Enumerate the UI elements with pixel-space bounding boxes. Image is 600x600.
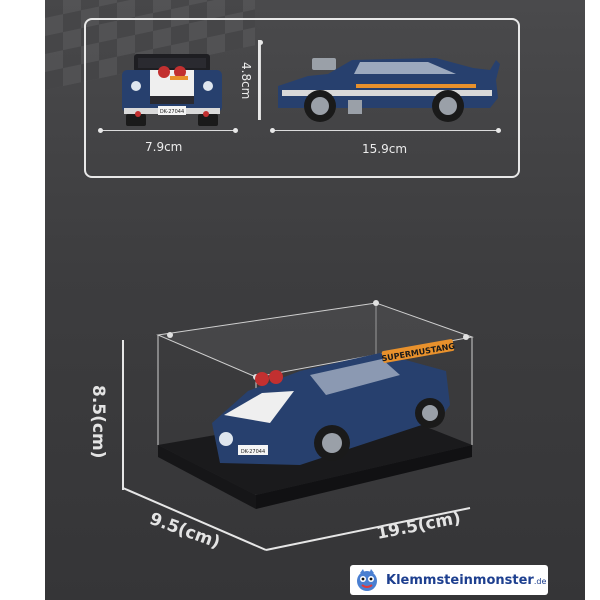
frame-divider — [258, 40, 260, 120]
logo-name: Klemmsteinmonster — [386, 572, 534, 588]
case-dimension-lines — [122, 487, 471, 551]
case-height-label: 8.5(cm) — [88, 385, 108, 459]
display-case: SUPERMUSTANG DK-27044 — [156, 300, 474, 509]
monster-mascot-icon — [357, 569, 377, 591]
height-line — [260, 42, 261, 120]
side-length-line — [272, 130, 498, 131]
logo-text: Klemmsteinmonster.de — [386, 573, 546, 588]
front-plate-text: DK-27044 — [160, 109, 184, 115]
car-side-view — [278, 58, 500, 122]
height-dot-top — [258, 40, 263, 45]
front-width-dot-right — [233, 128, 238, 133]
front-width-dot-left — [98, 128, 103, 133]
front-width-label: 7.9cm — [145, 140, 183, 154]
side-length-dot-right — [496, 128, 501, 133]
dimension-frame — [84, 18, 520, 178]
case-car-plate-text: DK-27044 — [241, 449, 265, 455]
brand-logo: Klemmsteinmonster.de — [350, 565, 548, 595]
side-length-label: 15.9cm — [362, 142, 408, 156]
side-length-dot-left — [270, 128, 275, 133]
front-width-line — [100, 130, 236, 131]
case-height-line — [122, 340, 124, 490]
car-height-label: 4.8cm — [239, 62, 253, 100]
logo-suffix: .de — [533, 576, 547, 586]
car-front-view: DK-27044 — [122, 54, 222, 126]
